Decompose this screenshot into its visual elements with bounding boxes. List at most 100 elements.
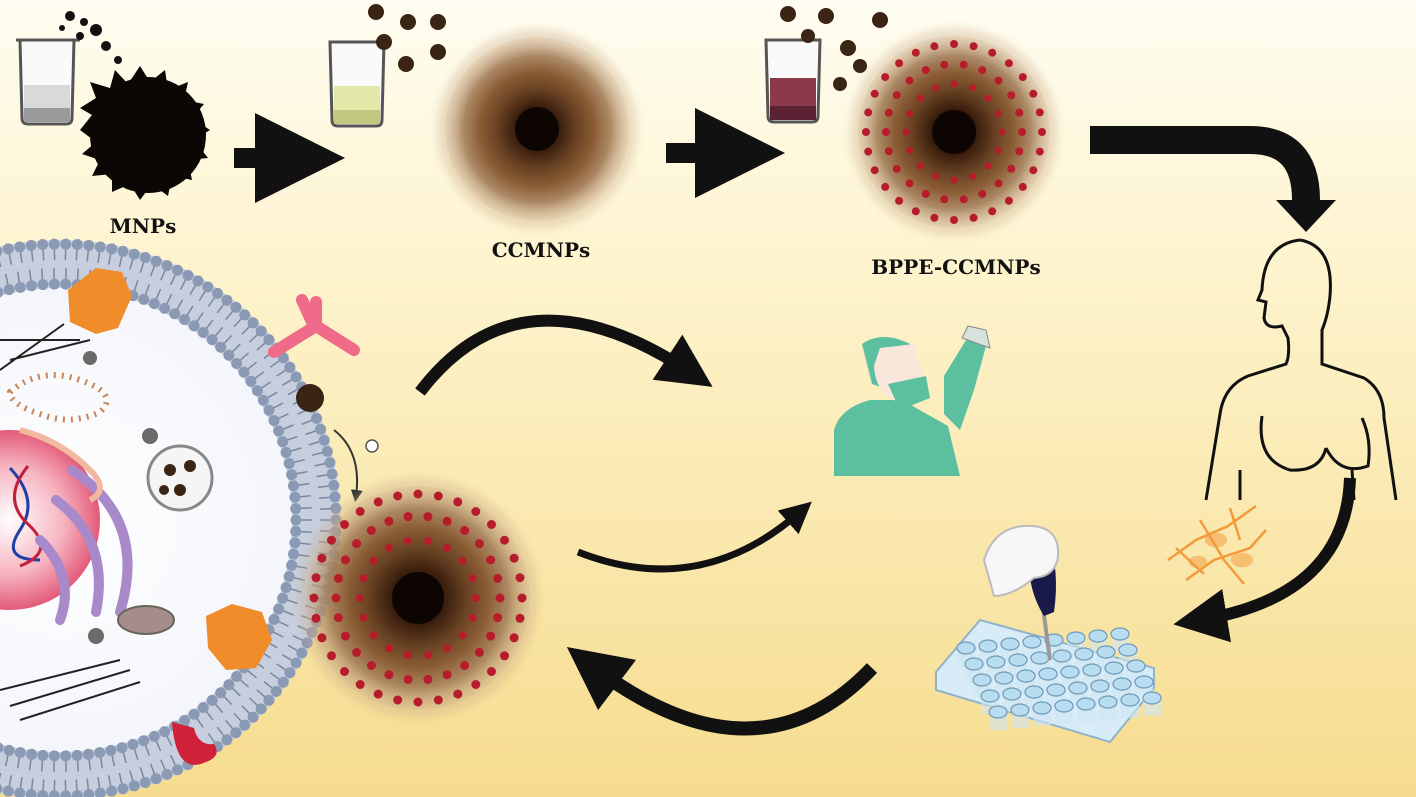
peptide-dot xyxy=(988,207,997,216)
peptide-dot xyxy=(864,147,873,156)
beaker-icon xyxy=(764,38,822,124)
peptide-dot xyxy=(1018,73,1027,82)
arrow-to-biopsy xyxy=(1173,477,1356,643)
endoplasmic-reticulum xyxy=(6,372,110,423)
mnps-label: MNPs xyxy=(109,214,177,238)
peptide-dot xyxy=(1007,164,1016,173)
bppe-ccmnp-particle-large xyxy=(298,478,538,718)
peptide-dot xyxy=(921,189,930,198)
peptide-dot xyxy=(366,661,376,670)
peptide-dot xyxy=(902,128,910,136)
peptide-dot xyxy=(359,574,368,583)
peptide-dot xyxy=(487,520,496,529)
peptide-dot xyxy=(474,647,484,657)
ccmnp-particle xyxy=(437,29,637,229)
peptide-dot xyxy=(460,526,470,535)
peptide-dot xyxy=(369,556,378,565)
peptide-dot xyxy=(998,128,1006,136)
peptide-dot xyxy=(895,59,904,68)
peptide-dot xyxy=(486,631,496,641)
peptide-dot xyxy=(994,76,1003,85)
peptide-dot xyxy=(1004,196,1013,205)
peptide-dot xyxy=(994,179,1003,188)
peptide-dot xyxy=(471,507,481,516)
entering-nanoparticle xyxy=(296,384,324,412)
ccmnps-label: CCMNPs xyxy=(491,238,591,262)
peptide-dot xyxy=(471,680,481,689)
peptide-dot xyxy=(369,631,378,640)
pipette-icon xyxy=(982,524,1060,661)
peptide-dot xyxy=(393,491,403,501)
peptide-dot xyxy=(393,695,403,705)
peptide-dot xyxy=(442,516,452,526)
peptide-dot xyxy=(424,536,433,545)
cancer-cells-icon xyxy=(1167,504,1267,585)
peptide-dot xyxy=(984,94,992,102)
peptide-dots xyxy=(309,489,527,707)
peptide-dot xyxy=(517,593,527,603)
peptide-dot xyxy=(950,80,958,88)
peptide-dot xyxy=(916,94,924,102)
peptide-dot xyxy=(1004,59,1013,68)
peptide-dot xyxy=(443,644,451,653)
peptide-dot xyxy=(442,670,452,680)
peptide-dot xyxy=(1007,91,1016,100)
peptide-dot xyxy=(500,535,509,545)
arrow-to-patient xyxy=(1090,126,1320,201)
peptide-dot xyxy=(333,573,343,583)
peptide-dot xyxy=(930,213,939,222)
peptide-dot xyxy=(331,593,341,603)
peptide-dot xyxy=(930,42,939,51)
peptide-dot xyxy=(413,489,423,499)
peptide-dot xyxy=(911,48,920,57)
peptide-dot xyxy=(892,91,901,100)
peptide-dot xyxy=(385,644,393,653)
peptide-dot xyxy=(433,491,443,501)
peptide-dot xyxy=(311,613,321,623)
peptide-dot xyxy=(884,108,893,117)
peptide-dot xyxy=(870,166,879,175)
peptide-dot xyxy=(317,553,327,563)
peptide-dot xyxy=(911,207,920,216)
peptide-dot xyxy=(940,195,949,204)
peptide-dot xyxy=(905,179,914,188)
peptide-dot xyxy=(309,593,319,603)
cancer-cell xyxy=(0,238,379,797)
peptide-dot xyxy=(1018,128,1026,136)
beaker-icon xyxy=(328,40,386,128)
small-particles xyxy=(368,4,446,72)
arrow-to-surgeon xyxy=(415,314,713,396)
peptide-dot xyxy=(340,667,349,676)
peptide-dot xyxy=(424,651,433,660)
peptide-dot xyxy=(940,60,949,69)
peptide-dots xyxy=(862,40,1046,224)
receptor-icon xyxy=(172,722,217,765)
peptide-dot xyxy=(317,633,327,643)
peptide-dot xyxy=(413,697,423,707)
mitochondrion-icon xyxy=(117,605,175,635)
peptide-dot xyxy=(1029,166,1038,175)
peptide-dot xyxy=(1029,89,1038,98)
peptide-dot xyxy=(950,216,958,224)
peptide-dot xyxy=(881,73,890,82)
peptide-dot xyxy=(950,40,958,48)
peptide-dot xyxy=(906,110,914,118)
peptide-dot xyxy=(493,573,503,583)
peptide-dot xyxy=(881,182,890,191)
arrow-return xyxy=(566,647,878,736)
internalization-arrow xyxy=(333,429,363,502)
peptide-dot xyxy=(495,593,505,603)
peptide-dot xyxy=(959,195,968,204)
peptide-dot xyxy=(884,147,893,156)
wells xyxy=(956,627,1162,730)
peptide-dot xyxy=(403,674,413,684)
peptide-dot xyxy=(994,146,1002,154)
peptide-dot xyxy=(359,613,368,622)
cytoskeleton xyxy=(0,323,91,371)
human-silhouette-icon xyxy=(1204,238,1398,501)
peptide-dot xyxy=(468,613,477,622)
peptide-dot xyxy=(355,680,365,689)
peptide-dot xyxy=(978,189,987,198)
peptide-dot xyxy=(870,89,879,98)
